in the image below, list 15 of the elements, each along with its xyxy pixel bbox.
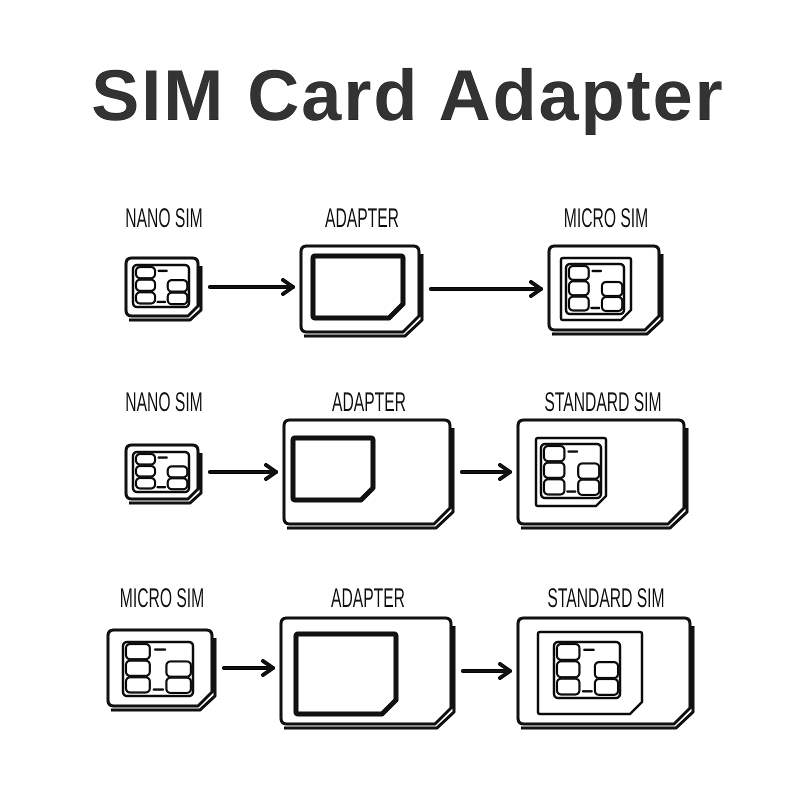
arrow (222, 659, 275, 677)
card-type-label: NANO SIM (125, 389, 203, 416)
card-type-label: ADAPTER (331, 585, 405, 612)
card-type-label: STANDARD SIM (544, 389, 662, 416)
card-type-label: STANDARD SIM (547, 585, 665, 612)
arrow (208, 463, 278, 481)
card-type-label: MICRO SIM (120, 585, 204, 612)
card-type-label: ADAPTER (332, 389, 406, 416)
arrow (208, 278, 295, 296)
arrow (460, 463, 512, 481)
card-type-label: ADAPTER (325, 205, 399, 232)
card-type-label: NANO SIM (125, 205, 203, 232)
arrow (461, 662, 512, 680)
arrow (429, 280, 543, 298)
card-type-label: MICRO SIM (564, 205, 648, 232)
